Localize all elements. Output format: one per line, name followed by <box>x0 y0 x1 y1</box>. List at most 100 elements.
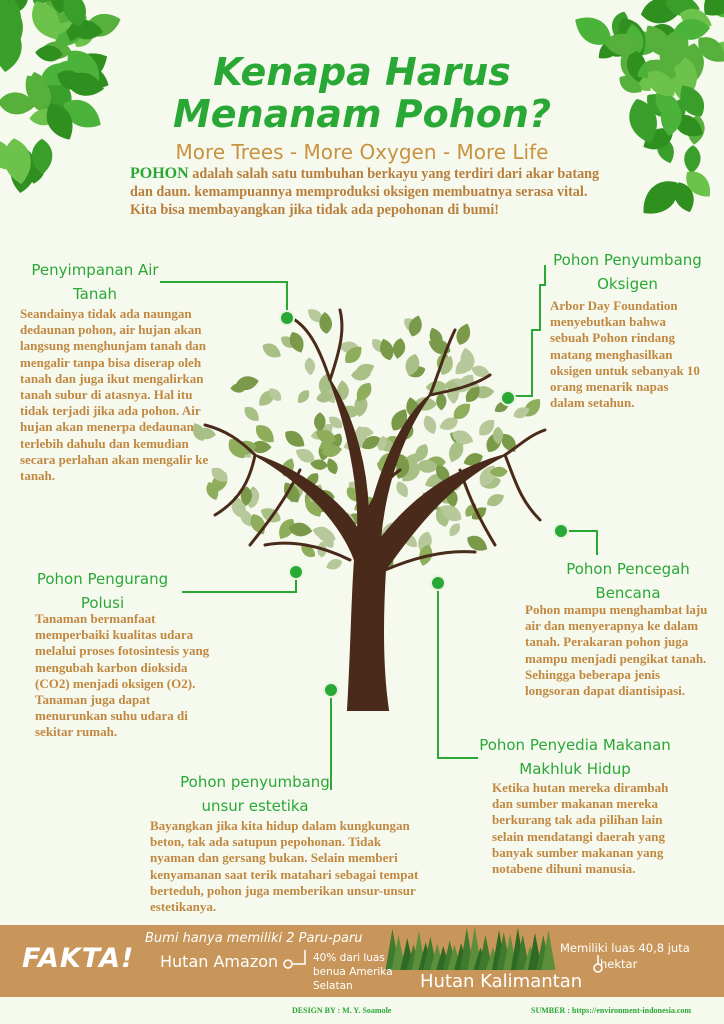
amazon-note-line2: benua Amerika <box>313 966 393 978</box>
corner-leaf <box>65 72 104 96</box>
corner-leaf <box>686 171 711 197</box>
disaster-body: Pohon mampu menghambat laju air dan meny… <box>525 602 708 699</box>
tree-leaf <box>395 458 410 479</box>
tree-leaf <box>329 416 343 429</box>
tree-leaf <box>391 409 408 431</box>
pollution-heading-line2: Polusi <box>80 594 125 612</box>
food-heading-line1: Pohon Penyedia Makanan <box>479 736 671 754</box>
leaf-corner-decoration-right <box>575 0 724 214</box>
tree-leaf <box>326 559 343 570</box>
corner-leaf <box>63 0 86 27</box>
tree-leaf <box>439 417 459 430</box>
tree-illustration <box>192 308 547 711</box>
tree-leaf <box>337 380 349 401</box>
tree-leaf <box>463 453 483 466</box>
tree-leaf <box>453 403 471 420</box>
corner-leaf <box>660 100 682 137</box>
intro-keyword: POHON <box>130 165 189 182</box>
pollution-heading-line1: Pohon Pengurang <box>36 570 169 588</box>
corner-leaf <box>674 182 694 213</box>
pollution-heading: Pohon Pengurang Polusi <box>20 567 185 615</box>
corner-leaf <box>659 27 689 70</box>
tree-leaf <box>513 407 530 419</box>
corner-leaf <box>63 99 101 128</box>
food-body: Ketika hutan mereka dirambah dan sumber … <box>492 780 669 877</box>
tree-leaf <box>231 496 246 518</box>
corner-leaf <box>643 181 678 214</box>
oxygen-heading: Pohon Penyumbang Oksigen <box>540 248 715 296</box>
tree-leaf <box>380 338 394 361</box>
tree-leaf <box>310 459 328 470</box>
tree-leaf <box>416 459 439 473</box>
corner-leaf <box>680 85 705 117</box>
connector-dots <box>279 310 569 698</box>
kalimantan-note: Memiliki luas 40,8 juta hektar <box>560 940 690 972</box>
tree-leaf <box>316 392 334 403</box>
page-title-line2: Menanam Pohon? <box>172 92 551 136</box>
amazon-note-line3: Selatan <box>313 980 353 992</box>
tree-leaf <box>314 412 326 433</box>
tree-leaf <box>423 415 437 435</box>
oxygen-heading-line1: Pohon Penyumbang <box>553 251 702 269</box>
tree-leaf <box>235 376 259 391</box>
corner-leaf <box>35 45 63 62</box>
corner-leaf <box>31 138 53 175</box>
tree-leaf <box>486 494 505 507</box>
tree-leaf <box>449 523 461 537</box>
tree-leaf <box>304 357 316 376</box>
disaster-heading: Pohon Pencegah Bencana <box>553 557 703 605</box>
tree-leaf <box>327 458 338 475</box>
tree-leaf <box>269 388 282 401</box>
tree-leaf <box>279 519 295 539</box>
tree-leaf <box>361 435 380 450</box>
tree-leaf <box>356 382 372 402</box>
tree-leaf <box>262 343 281 358</box>
tree-leaf <box>250 440 272 454</box>
tree-leaf <box>295 448 315 463</box>
tree-leaf <box>524 399 541 417</box>
tree-leaf <box>415 444 428 463</box>
tree-leaf <box>436 465 450 483</box>
tree-leaf <box>297 390 310 403</box>
amazon-note: 40% dari luas benua Amerika Selatan <box>313 951 393 993</box>
corner-leaf <box>0 25 22 73</box>
disaster-heading-line2: Bencana <box>595 584 661 602</box>
leaf-corner-decoration-left <box>0 0 121 194</box>
tree-leaf <box>289 331 304 353</box>
tree-leaf <box>489 466 508 478</box>
amazon-note-line1: 40% dari luas <box>313 952 385 964</box>
intro-text: adalah salah satu tumbuhan berkayu yang … <box>130 166 600 218</box>
tree-leaf <box>396 481 408 498</box>
tree-leaf <box>345 346 362 364</box>
tree-leaf <box>471 365 490 378</box>
design-credit: DESIGN BY : M. Y. Soamole <box>292 1006 392 1015</box>
page-title-line1: Kenapa Harus <box>213 50 511 94</box>
kalimantan-note-line2: hektar <box>600 957 638 971</box>
food-heading-line2: Makhluk Hidup <box>519 760 631 778</box>
tree-leaf <box>456 323 471 345</box>
tree-leaf <box>393 338 406 359</box>
tree-leaf <box>467 535 488 551</box>
tree-leaf <box>244 406 259 421</box>
tree-leaf <box>429 327 443 348</box>
corner-leaf <box>25 75 51 107</box>
corner-leaf <box>603 33 641 56</box>
corner-leaf <box>32 1 60 40</box>
water-heading-line1: Penyimpanan Air <box>31 261 159 279</box>
tree-leaf <box>240 486 253 506</box>
corner-leaf <box>684 145 701 174</box>
water-heading-line2: Tanah <box>72 285 118 303</box>
fact-headline: Bumi hanya memiliki 2 Paru-paru <box>145 931 363 946</box>
tree-leaf <box>196 427 217 440</box>
fakta-label: FAKTA! <box>22 943 135 974</box>
tree-leaf <box>479 419 495 436</box>
corner-leaf <box>698 37 724 62</box>
tree-leaf <box>288 522 313 537</box>
intro-paragraph: POHON adalah salah satu tumbuhan berkayu… <box>130 165 600 219</box>
tree-leaf <box>436 392 447 411</box>
corner-leaf <box>0 92 37 115</box>
corner-leaf <box>629 98 657 144</box>
aesthetic-heading-line2: unsur estetika <box>201 797 309 815</box>
tree-leaf <box>285 430 305 447</box>
